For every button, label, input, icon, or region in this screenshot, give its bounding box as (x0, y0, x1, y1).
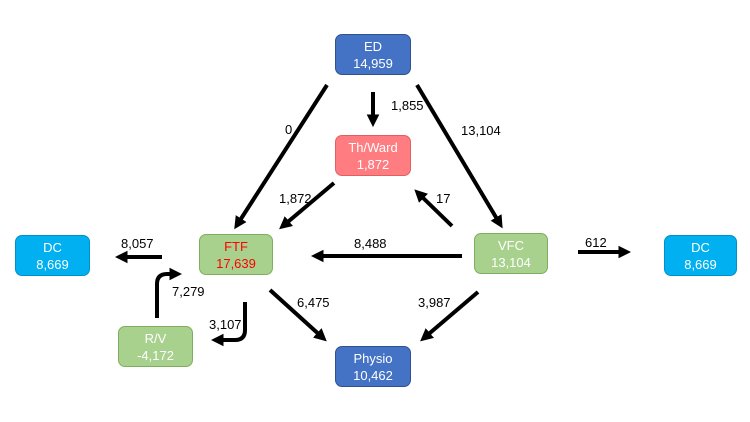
edge-label-ed-thward: 1,855 (391, 98, 424, 113)
arrow-thward-to-ftf (279, 181, 336, 230)
node-thward-name: Th/Ward (348, 139, 398, 155)
node-dc-left: DC 8,669 (15, 235, 90, 276)
arrow-ftf-to-physio (268, 288, 327, 342)
node-vfc-value: 13,104 (491, 254, 531, 270)
arrow-rv-to-ftf (155, 267, 183, 318)
node-rv: R/V -4,172 (118, 326, 193, 367)
node-rv-name: R/V (144, 330, 167, 346)
node-ed-name: ED (363, 38, 383, 54)
node-vfc-name: VFC (498, 237, 524, 253)
node-dc-left-name: DC (43, 239, 62, 255)
arrow-ed-to-ftf (234, 83, 329, 230)
node-ftf-name: FTF (224, 238, 248, 254)
node-vfc: VFC 13,104 (474, 233, 548, 274)
node-rv-value: -4,172 (137, 347, 174, 363)
edge-label-rv-ftf: 7,279 (172, 284, 205, 299)
edge-label-ftf-physio: 6,475 (297, 295, 330, 310)
edge-label-vfc-thward: 17 (436, 191, 451, 206)
edge-label-ed-ftf: 0 (285, 122, 293, 137)
node-physio-name: Physio (353, 350, 393, 366)
node-physio-value: 10,462 (353, 367, 393, 383)
node-thward-value: 1,872 (356, 156, 390, 172)
node-thward: Th/Ward 1,872 (335, 135, 411, 176)
node-ed: ED 14,959 (335, 34, 411, 75)
arrow-ed-to-vfc (415, 83, 503, 229)
arrow-vfc-to-thward (414, 189, 454, 228)
node-dc-right-name: DC (691, 239, 710, 255)
node-ftf: FTF 17,639 (199, 234, 273, 275)
edge-label-ftf-dc: 8,057 (121, 236, 154, 251)
edge-label-vfc-ftf: 8,488 (354, 236, 387, 251)
node-dc-left-value: 8,669 (36, 256, 69, 272)
node-ftf-value: 17,639 (216, 255, 256, 271)
node-physio: Physio 10,462 (335, 346, 411, 387)
arrow-ftf-to-rv (210, 302, 247, 347)
node-dc-right: DC 8,669 (664, 235, 737, 276)
node-ed-value: 14,959 (353, 55, 393, 71)
edge-label-vfc-physio: 3,987 (418, 295, 451, 310)
edge-label-ftf-rv: 3,107 (209, 317, 242, 332)
arrow-vfc-to-physio (420, 290, 480, 342)
edge-label-ed-vfc: 13,104 (461, 123, 501, 138)
edge-label-vfc-dc: 612 (585, 235, 607, 250)
node-dc-right-value: 8,669 (684, 256, 717, 272)
edge-label-thward-ftf: 1,872 (279, 191, 312, 206)
